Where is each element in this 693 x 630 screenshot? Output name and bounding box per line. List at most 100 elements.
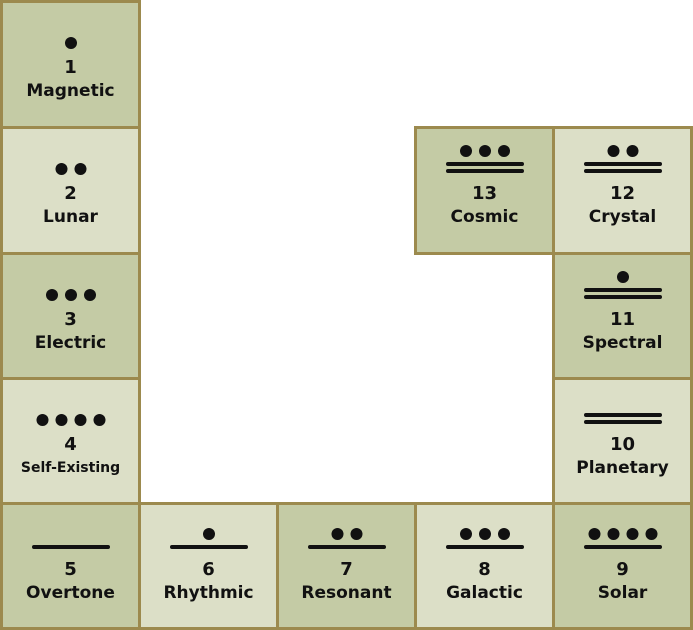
- tone-glyph-svg: [583, 145, 662, 173]
- bar-mark: [31, 545, 110, 549]
- tone-tile-11: 11 Spectral: [552, 252, 693, 380]
- tone-number: 6: [202, 559, 215, 580]
- tone-number: 12: [609, 183, 636, 204]
- tone-glyph: [3, 517, 138, 557]
- tone-number: 13: [471, 183, 498, 204]
- tone-number: 10: [609, 434, 636, 455]
- tone-name: Cosmic: [450, 207, 519, 227]
- dot-mark: [616, 271, 629, 283]
- tone-tile-2: 2 Lunar: [0, 126, 141, 255]
- tone-glyph-svg: [45, 289, 96, 301]
- bar-mark: [445, 162, 524, 166]
- tone-tile-5: 5 Overtone: [0, 502, 141, 630]
- tone-glyph: [555, 517, 690, 557]
- tone-glyph: [141, 517, 276, 557]
- tone-name: Self-Existing: [20, 460, 121, 476]
- tone-glyph-svg: [445, 528, 524, 549]
- tone-name: Lunar: [43, 207, 98, 227]
- bar-mark: [583, 288, 662, 292]
- tone-tile-10: 10 Planetary: [552, 377, 693, 505]
- tone-name: Resonant: [301, 583, 392, 603]
- tone-number: 5: [64, 559, 77, 580]
- tone-tile-1: 1 Magnetic: [0, 0, 141, 129]
- tone-tile-3: 3 Electric: [0, 252, 141, 380]
- dot-mark: [202, 528, 215, 540]
- bar-mark: [583, 295, 662, 299]
- tone-tile-9: 9 Solar: [552, 502, 693, 630]
- bar-mark: [583, 169, 662, 173]
- dot-mark: [478, 145, 491, 157]
- tone-glyph-svg: [64, 37, 77, 49]
- tone-number: 11: [609, 309, 636, 330]
- dot-mark: [55, 414, 67, 426]
- dot-mark: [478, 528, 491, 540]
- tone-glyph: [555, 392, 690, 432]
- tone-glyph-svg: [55, 163, 86, 175]
- dot-mark: [607, 145, 619, 157]
- bar-mark: [307, 545, 386, 549]
- tone-name: Magnetic: [26, 81, 115, 101]
- dot-mark: [588, 528, 600, 540]
- tone-name: Electric: [34, 333, 107, 353]
- tone-glyph: [3, 141, 138, 181]
- tone-number: 4: [64, 434, 77, 455]
- dot-mark: [459, 145, 472, 157]
- tone-tile-8: 8 Galactic: [414, 502, 555, 630]
- tone-name: Planetary: [576, 458, 669, 478]
- dot-mark: [74, 414, 86, 426]
- tone-tile-6: 6 Rhythmic: [138, 502, 279, 630]
- tone-glyph: [417, 141, 552, 181]
- tone-glyph-svg: [36, 414, 105, 426]
- tone-number: 7: [340, 559, 353, 580]
- tone-glyph-svg: [307, 528, 386, 549]
- tone-glyph: [417, 517, 552, 557]
- tone-glyph: [555, 141, 690, 181]
- tone-number: 1: [64, 57, 77, 78]
- bar-mark: [583, 162, 662, 166]
- tone-glyph-svg: [445, 145, 524, 173]
- bar-mark: [583, 413, 662, 417]
- tone-number: 8: [478, 559, 491, 580]
- dot-mark: [350, 528, 362, 540]
- dot-mark: [36, 414, 48, 426]
- tone-glyph: [3, 15, 138, 55]
- bar-mark: [583, 420, 662, 424]
- tone-glyph-svg: [31, 545, 110, 549]
- dot-mark: [459, 528, 472, 540]
- dot-mark: [645, 528, 657, 540]
- tone-glyph: [3, 392, 138, 432]
- tone-number: 9: [616, 559, 629, 580]
- tone-tile-12: 12 Crystal: [552, 126, 693, 255]
- dot-mark: [74, 163, 86, 175]
- tone-glyph: [279, 517, 414, 557]
- dot-mark: [83, 289, 96, 301]
- tone-glyph-svg: [583, 271, 662, 299]
- dot-mark: [64, 289, 77, 301]
- tone-glyph-svg: [583, 528, 662, 549]
- dot-mark: [626, 145, 638, 157]
- dot-mark: [55, 163, 67, 175]
- tone-glyph: [555, 267, 690, 307]
- bar-mark: [583, 545, 662, 549]
- tone-tile-13: 13 Cosmic: [414, 126, 555, 255]
- bar-mark: [169, 545, 248, 549]
- tone-number: 2: [64, 183, 77, 204]
- tone-number: 3: [64, 309, 77, 330]
- tone-name: Galactic: [446, 583, 523, 603]
- dot-mark: [45, 289, 58, 301]
- dot-mark: [497, 145, 510, 157]
- tone-glyph: [3, 267, 138, 307]
- tone-name: Rhythmic: [163, 583, 254, 603]
- dot-mark: [64, 37, 77, 49]
- tone-glyph-svg: [583, 413, 662, 424]
- tone-name: Overtone: [26, 583, 115, 603]
- dot-mark: [497, 528, 510, 540]
- bar-mark: [445, 169, 524, 173]
- tone-name: Spectral: [582, 333, 663, 353]
- tone-tile-7: 7 Resonant: [276, 502, 417, 630]
- tone-name: Solar: [597, 583, 648, 603]
- dot-mark: [607, 528, 619, 540]
- tone-tile-4: 4 Self-Existing: [0, 377, 141, 505]
- tone-name: Crystal: [588, 207, 657, 227]
- dot-mark: [626, 528, 638, 540]
